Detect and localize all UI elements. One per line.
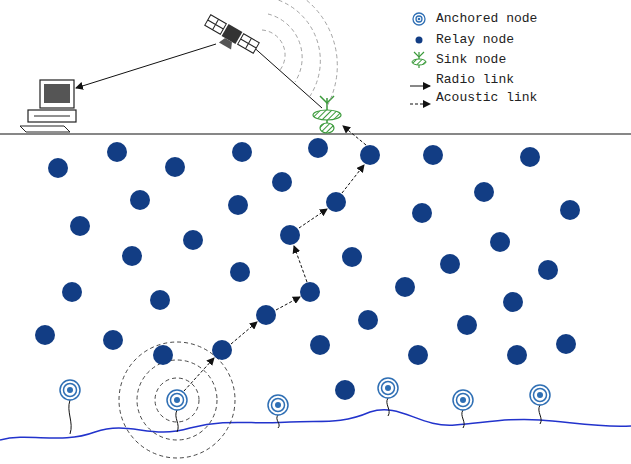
legend-sample (416, 37, 423, 44)
legend-text: Radio link (436, 72, 514, 88)
relay-nodes (35, 138, 580, 400)
legend-samples (410, 13, 430, 104)
satellite (201, 14, 260, 60)
seabed (0, 410, 631, 440)
legend-text: Relay node (436, 32, 514, 48)
sea-surface (0, 133, 631, 134)
legend-sample (410, 104, 430, 105)
legend-sample (410, 86, 430, 87)
acoustic-path (184, 126, 366, 391)
legend-sample (413, 13, 425, 25)
anchored-nodes (60, 378, 550, 415)
legend-text: Anchored node (436, 11, 537, 27)
sink-node (313, 96, 341, 133)
legend-sample (412, 52, 426, 68)
legend-text: Acoustic link (436, 90, 537, 106)
radio-link (76, 44, 216, 88)
computer (20, 80, 76, 132)
radio-waves (262, 0, 337, 108)
acoustic-range (119, 342, 235, 458)
radio-link (250, 44, 322, 108)
legend-text: Sink node (436, 52, 506, 68)
